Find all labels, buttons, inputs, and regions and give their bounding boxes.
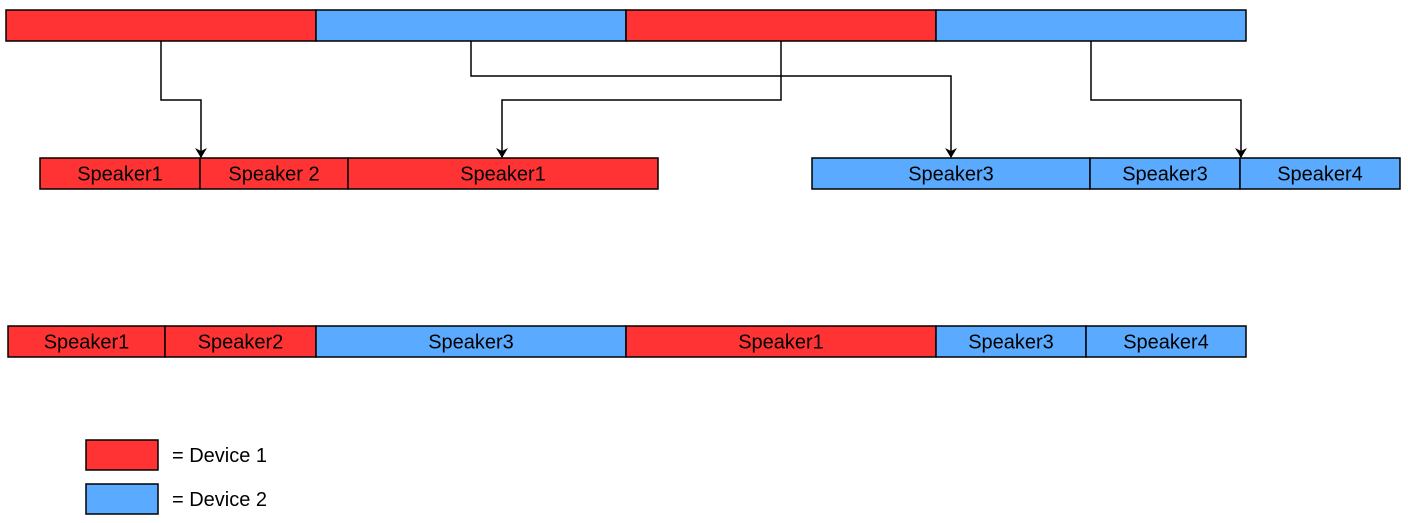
- device1-segment: Speaker1: [347, 157, 659, 190]
- merged-segment: Speaker2: [164, 325, 317, 358]
- source-segment-rect: [935, 9, 1247, 42]
- legend-item: = Device 2: [85, 483, 267, 515]
- device2-segment: Speaker4: [1239, 157, 1401, 190]
- source-segment-rect: [625, 9, 937, 42]
- device1-segment-rect: [199, 157, 349, 190]
- merged-segment: Speaker3: [315, 325, 627, 358]
- device1-segment: Speaker 2: [199, 157, 349, 190]
- merged-segment-rect: [7, 325, 166, 358]
- speaker-label: Speaker 2: [228, 164, 319, 186]
- legend-label: = Device 2: [172, 489, 267, 511]
- source-segment-rect: [315, 9, 627, 42]
- speaker-label: Speaker3: [428, 332, 514, 354]
- speaker-label: Speaker1: [738, 332, 824, 354]
- device2-segment-rect: [1089, 157, 1241, 190]
- merged-segment: Speaker4: [1085, 325, 1247, 358]
- speaker-label: Speaker2: [198, 332, 284, 354]
- device2-segment: Speaker3: [811, 157, 1091, 190]
- speaker-label: Speaker4: [1277, 164, 1363, 186]
- legend-swatch: [85, 439, 159, 471]
- device1-segment: Speaker1: [39, 157, 201, 190]
- source-segment: [315, 9, 627, 42]
- merged-track: Speaker1 Speaker2 Speaker3 Speaker1 Speaker3…: [7, 325, 1247, 358]
- connector-arrow: [160, 41, 207, 158]
- speaker-label: Speaker1: [460, 164, 546, 186]
- device2-track: Speaker3 Speaker3 Speaker4: [811, 157, 1401, 190]
- merged-segment-rect: [315, 325, 627, 358]
- connectors: [160, 41, 1247, 158]
- speaker-label: Speaker4: [1123, 332, 1209, 354]
- connector-arrow: [470, 41, 957, 158]
- speaker-label: Speaker3: [1122, 164, 1208, 186]
- merged-segment-rect: [164, 325, 317, 358]
- legend-label: = Device 1: [172, 445, 267, 467]
- merged-segment: Speaker1: [7, 325, 166, 358]
- speaker-label: Speaker3: [968, 332, 1054, 354]
- legend: = Device 1 = Device 2: [85, 439, 267, 515]
- source-segment: [5, 9, 317, 42]
- source-segment-rect: [5, 9, 317, 42]
- merged-segment: Speaker3: [935, 325, 1087, 358]
- device1-track: Speaker1 Speaker 2 Speaker1: [39, 157, 659, 190]
- speaker-label: Speaker3: [908, 164, 994, 186]
- legend-item: = Device 1: [85, 439, 267, 471]
- device2-segment-rect: [1239, 157, 1401, 190]
- source-track: [5, 9, 1247, 42]
- device2-segment: Speaker3: [1089, 157, 1241, 190]
- source-segment: [935, 9, 1247, 42]
- connector-arrow: [1090, 41, 1247, 158]
- merged-segment: Speaker1: [625, 325, 937, 358]
- device1-segment-rect: [347, 157, 659, 190]
- source-segment: [625, 9, 937, 42]
- speaker-label: Speaker1: [77, 164, 163, 186]
- merged-segment-rect: [625, 325, 937, 358]
- speaker-label: Speaker1: [44, 332, 130, 354]
- connector-arrow: [496, 41, 782, 158]
- legend-swatch: [85, 483, 159, 515]
- device1-segment-rect: [39, 157, 201, 190]
- merged-segment-rect: [1085, 325, 1247, 358]
